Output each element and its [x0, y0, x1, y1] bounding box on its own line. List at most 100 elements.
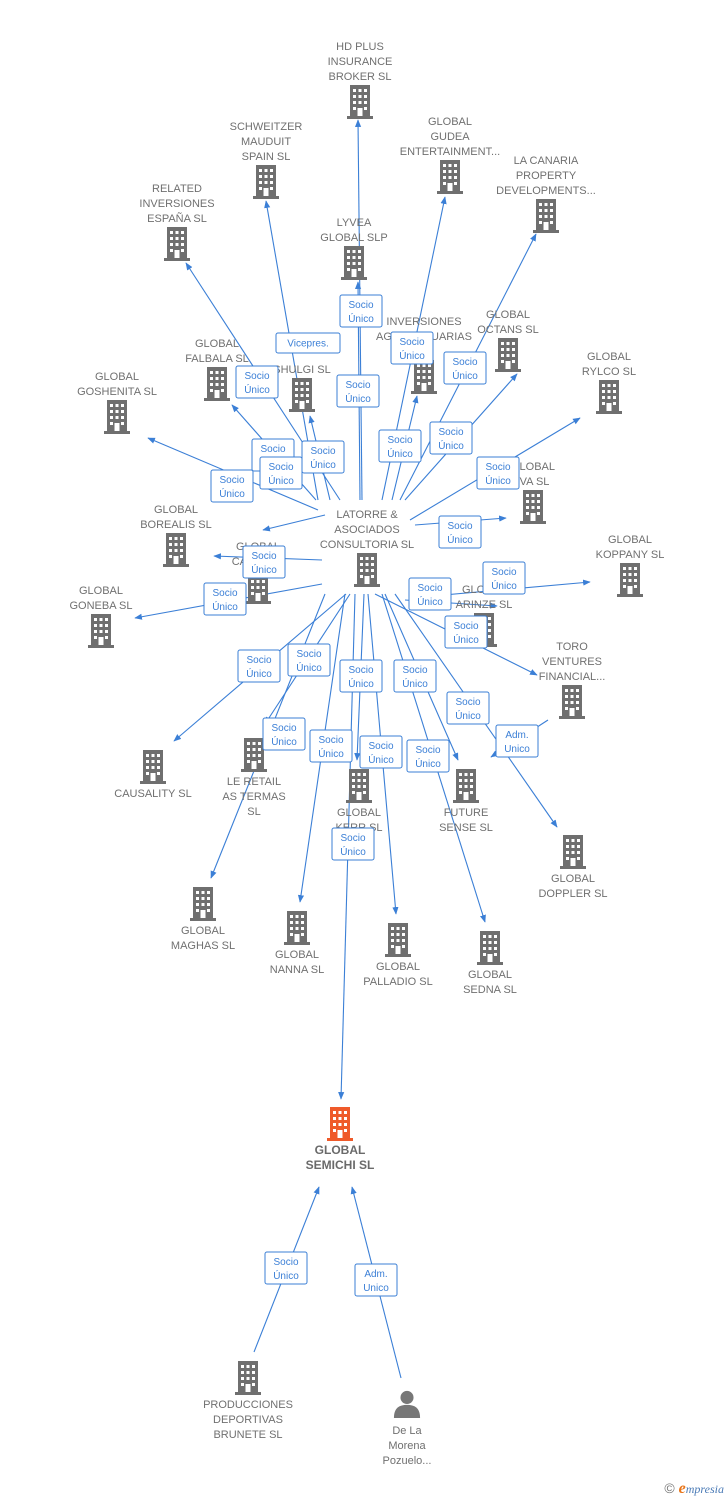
edge-label[interactable]: Adm.Unico	[495, 724, 539, 758]
edge-label-text: Único	[417, 595, 443, 608]
edge-label-box	[287, 643, 331, 677]
brand-initial: e	[678, 1480, 686, 1497]
node-canaria[interactable]: LA CANARIAPROPERTYDEVELOPMENTS...	[496, 155, 596, 233]
edge-label-text: Socio	[318, 735, 343, 746]
node-label: SL	[247, 806, 260, 818]
edge-label-text: Socio	[296, 649, 321, 660]
edge-latorre-to-borealis	[262, 514, 326, 532]
building-icon	[235, 1361, 261, 1395]
node-label: GLOBAL	[486, 309, 530, 321]
edge-label[interactable]: Adm.Unico	[354, 1263, 398, 1297]
node-label: LE RETAIL	[227, 776, 281, 788]
building-icon	[88, 614, 114, 648]
node-label: MAUDUIT	[241, 136, 291, 148]
edge-label-text: Único	[348, 677, 374, 690]
edge-label-box	[390, 331, 434, 365]
node-gudea[interactable]: GLOBALGUDEAENTERTAINMENT...	[400, 116, 500, 194]
node-label: RYLCO SL	[582, 366, 636, 378]
node-rylco[interactable]: GLOBAL RYLCO SL	[582, 351, 636, 414]
node-label: Pozuelo...	[383, 1455, 432, 1467]
edge-label-text: Socio	[402, 665, 427, 676]
empresia-footer[interactable]: ©empresia	[664, 1480, 724, 1498]
edge-label-text: Único	[453, 633, 479, 646]
edge-label-box	[446, 691, 490, 725]
node-label: FALBALA SL	[185, 353, 249, 365]
node-label: CONSULTORIA SL	[320, 539, 414, 551]
edge-label-text: Socio	[348, 665, 373, 676]
node-label: DOPPLER SL	[538, 888, 607, 900]
building-icon	[520, 490, 546, 524]
edge-label-box	[331, 827, 375, 861]
edge-label-text: Unico	[363, 1283, 389, 1294]
edge-label-text: Único	[310, 458, 336, 471]
building-icon	[559, 685, 585, 719]
node-label: GLOBAL	[608, 534, 652, 546]
node-shulgi[interactable]: SHULGI SL	[273, 364, 331, 412]
copyright-symbol: ©	[664, 1480, 675, 1496]
edge-label-text: Socio	[271, 723, 296, 734]
edge-label-text: Único	[212, 600, 238, 613]
node-causality[interactable]: CAUSALITY SL	[114, 750, 192, 800]
node-label: GLOBAL	[587, 351, 631, 363]
node-label: GLOBAL	[79, 585, 123, 597]
node-label: LATORRE &	[336, 509, 398, 521]
node-label: INVERSIONES	[139, 198, 214, 210]
edge-label-text: Socio	[485, 462, 510, 473]
node-kerr[interactable]: GLOBALKERR SL	[335, 769, 383, 834]
edge-label-text: Socio	[251, 551, 276, 562]
node-delamorena[interactable]: De LaMorenaPozuelo...	[383, 1390, 432, 1467]
edge-label-box	[210, 469, 254, 503]
node-toro[interactable]: TOROVENTURESFINANCIAL...	[539, 641, 606, 719]
edge-label[interactable]: Vicepres.	[275, 332, 341, 354]
